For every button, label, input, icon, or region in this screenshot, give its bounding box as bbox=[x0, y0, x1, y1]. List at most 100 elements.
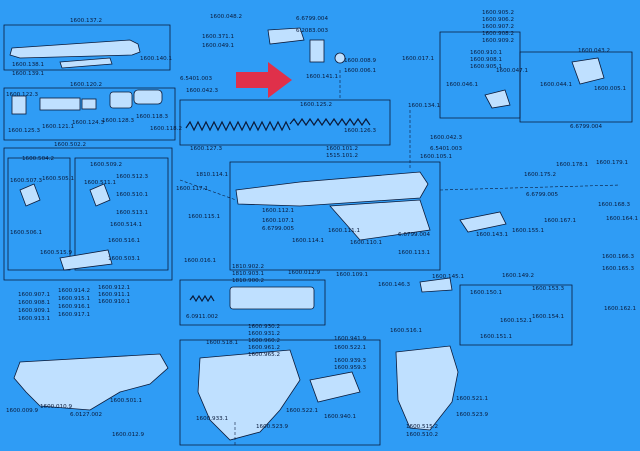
label: 1600.164.1 bbox=[606, 216, 638, 222]
parts bbox=[9, 27, 605, 441]
label: 1600.125.2 bbox=[300, 102, 332, 108]
trigger-group-inner-right bbox=[74, 157, 169, 271]
label: 1600.145.1 bbox=[432, 274, 464, 280]
label: 1600.146.3 bbox=[378, 282, 410, 288]
label: 1600.514.1 bbox=[110, 222, 142, 228]
receiver-lower-part bbox=[329, 199, 431, 241]
label: 1600.167.1 bbox=[544, 218, 576, 224]
barrel-cover-small-part bbox=[59, 57, 113, 69]
label: 1600.010.9 bbox=[40, 404, 72, 410]
label: 6.0911.002 bbox=[186, 314, 218, 320]
rear-sight-base-part bbox=[267, 27, 305, 45]
springs bbox=[185, 117, 371, 303]
label: 1600.139.1 bbox=[12, 71, 44, 77]
label: 1600.505.1 bbox=[42, 176, 74, 182]
label: 1600.515.2 bbox=[406, 424, 438, 430]
label: 1600.137.2 bbox=[70, 18, 102, 24]
label: 1600.940.1 bbox=[324, 414, 356, 420]
label: 1600.913.1 bbox=[18, 316, 50, 322]
frame-part bbox=[13, 353, 169, 411]
label: 1600.105.1 bbox=[420, 154, 452, 160]
label: 6.0127.002 bbox=[70, 412, 102, 418]
compression-spring-short bbox=[289, 117, 371, 127]
label: 1600.125.3 bbox=[8, 128, 40, 134]
label: 1600.905.2 bbox=[482, 10, 514, 16]
label: 1600.042.3 bbox=[186, 88, 218, 94]
label: 6.5401.003 bbox=[180, 76, 212, 82]
label: 1600.138.1 bbox=[12, 62, 44, 68]
label: 1600.120.2 bbox=[70, 82, 102, 88]
label: 1600.516.1 bbox=[390, 328, 422, 334]
label: 1600.912.1 bbox=[98, 285, 130, 291]
label: 1600.522.1 bbox=[286, 408, 318, 414]
compression-spring-long bbox=[185, 120, 291, 132]
label: 1600.115.1 bbox=[188, 214, 220, 220]
left-grip-insert-part bbox=[309, 371, 361, 403]
label: 1600.914.2 bbox=[58, 288, 90, 294]
label: 1600.166.3 bbox=[602, 254, 634, 260]
label: 1600.905.1 bbox=[470, 64, 502, 70]
label: 1600.113.1 bbox=[398, 250, 430, 256]
barrel-end-part bbox=[133, 89, 163, 105]
label: 1600.042.3 bbox=[430, 135, 462, 141]
label: 1600.005.1 bbox=[594, 86, 626, 92]
label: 1600.509.2 bbox=[90, 162, 122, 168]
label: 1600.511.1 bbox=[84, 180, 116, 186]
label: 1600.126.3 bbox=[344, 128, 376, 134]
label: 1600.044.1 bbox=[540, 82, 572, 88]
label: 1600.162.1 bbox=[604, 306, 636, 312]
barrel-nut-part bbox=[11, 95, 27, 115]
label: 1600.008.9 bbox=[344, 58, 376, 64]
barrel-cover-frame bbox=[3, 24, 171, 71]
label: 6.6799.005 bbox=[262, 226, 294, 232]
label: 1600.109.1 bbox=[336, 272, 368, 278]
right-grip-part bbox=[395, 345, 459, 431]
label: 6.6799.005 bbox=[526, 192, 558, 198]
label: 1600.112.1 bbox=[262, 208, 294, 214]
barrel-collar-part bbox=[81, 98, 97, 110]
label: 1600.009.9 bbox=[6, 408, 38, 414]
label: 1600.916.1 bbox=[58, 304, 90, 310]
label: 1600.961.2 bbox=[248, 345, 280, 351]
barrel-tube-part bbox=[39, 97, 81, 111]
left-grip-frame bbox=[179, 339, 381, 446]
label: 1600.155.1 bbox=[512, 228, 544, 234]
label: 1810.903.1 bbox=[232, 271, 264, 277]
label: 1600.941.9 bbox=[334, 336, 366, 342]
label: 6.6799.004 bbox=[398, 232, 430, 238]
label: 1600.907.1 bbox=[18, 292, 50, 298]
label: 1600.504.2 bbox=[22, 156, 54, 162]
label: 1600.510.2 bbox=[406, 432, 438, 438]
label: 1600.141.1 bbox=[306, 74, 338, 80]
receiver-body-part bbox=[235, 171, 429, 207]
label: 1600.122.3 bbox=[6, 92, 38, 98]
label: 1600.910.1 bbox=[98, 299, 130, 305]
label: 1600.150.1 bbox=[470, 290, 502, 296]
trigger-part-right bbox=[89, 183, 111, 207]
label: 1600.917.1 bbox=[58, 312, 90, 318]
label: 1600.006.1 bbox=[344, 68, 376, 74]
label: 1810.902.2 bbox=[232, 264, 264, 270]
safety-part bbox=[459, 211, 507, 233]
label: 6.5401.003 bbox=[430, 146, 462, 152]
label: 1600.939.3 bbox=[334, 358, 366, 364]
label: 1600.506.1 bbox=[10, 230, 42, 236]
label: 1600.101.2 bbox=[326, 146, 358, 152]
label: 1600.143.1 bbox=[476, 232, 508, 238]
trigger-mechanism-right-frame bbox=[519, 51, 633, 123]
label: 1600.931.2 bbox=[248, 331, 280, 337]
label: 1600.960.2 bbox=[248, 338, 280, 344]
label: 1600.911.1 bbox=[98, 292, 130, 298]
compression-spring-frame bbox=[179, 99, 391, 146]
label: 1600.149.2 bbox=[502, 273, 534, 279]
trigger-group-inner-left bbox=[7, 157, 71, 271]
label: 1600.127.3 bbox=[190, 146, 222, 152]
left-grip-part bbox=[197, 349, 301, 441]
label: 1600.908.2 bbox=[482, 31, 514, 37]
label: 1600.908.1 bbox=[470, 57, 502, 63]
label: 1600.513.1 bbox=[116, 210, 148, 216]
rear-sight-screw-part bbox=[334, 52, 346, 64]
label: 1515.101.2 bbox=[326, 153, 358, 159]
label: 1810.114.1 bbox=[196, 172, 228, 178]
